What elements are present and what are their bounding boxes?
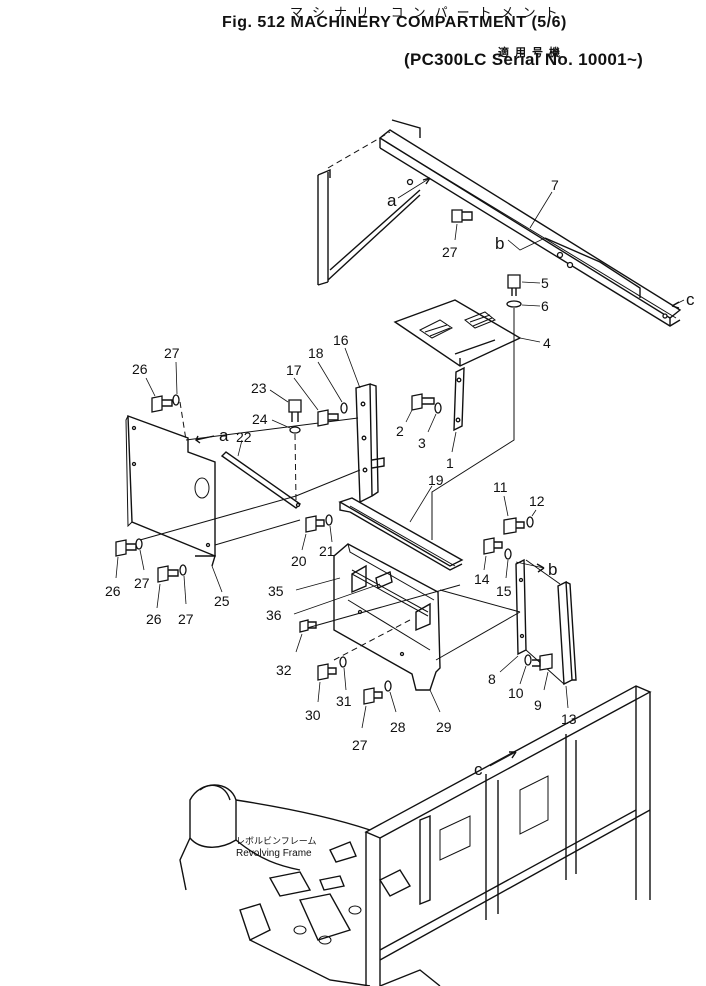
callout-29: 36: [266, 607, 282, 623]
callout-15: 15: [496, 583, 512, 599]
washer-27-upper: [172, 394, 180, 406]
callout-27-upper: 27: [164, 345, 180, 361]
callout-32: 28: [390, 719, 406, 735]
bolt-26-lower: [157, 565, 179, 583]
callout-31: 27: [352, 737, 368, 753]
upright-16: [355, 383, 385, 504]
upright-8: [515, 558, 527, 656]
bolt-20: [305, 515, 325, 533]
callout-18: 18: [308, 345, 324, 361]
callout-27-mid: 27: [134, 575, 150, 591]
callout-20: 20: [291, 553, 307, 569]
ref-b-upper: b: [495, 234, 504, 253]
callout-1: 1: [446, 455, 454, 471]
callout-21: 21: [319, 543, 335, 559]
callout-17: 17: [286, 362, 302, 378]
callout-5: 5: [541, 275, 549, 291]
callout-10: 10: [508, 685, 524, 701]
callout-26-upper: 26: [132, 361, 148, 377]
bolt-31: [363, 687, 383, 705]
ref-a-upper: a: [387, 191, 397, 210]
bolt-34: [317, 663, 337, 681]
callout-9: 9: [534, 697, 542, 713]
callout-33: 29: [436, 719, 452, 735]
bolt-23: [288, 399, 302, 422]
callout-26-mid: 26: [105, 583, 121, 599]
figure-title: Fig. 512 MACHINERY COMPARTMENT (5/6): [222, 14, 567, 31]
bolt-26-upper: [151, 395, 173, 413]
bolt-17: [317, 409, 339, 427]
washer-18: [340, 402, 348, 414]
callout-13: 13: [561, 711, 577, 727]
ref-c-upper: c: [686, 290, 695, 309]
washer-27-mid: [135, 538, 143, 550]
side-panel-25: [125, 414, 216, 567]
callout-16: 16: [333, 332, 349, 348]
channel-13: [557, 580, 577, 686]
washer-10: [524, 654, 532, 666]
bolt-26-mid: [115, 539, 137, 557]
callout-24: 24: [252, 411, 268, 427]
callout-4: 4: [543, 335, 551, 351]
serial-range: (PC300LC Serial No. 10001~): [404, 50, 644, 69]
callout-3: 3: [418, 435, 426, 451]
callout-23: 23: [251, 380, 267, 396]
callout-6: 6: [541, 298, 549, 314]
katakana-title: マシナリ コンパートメント: [290, 5, 567, 20]
washer-12: [526, 516, 534, 528]
callout-35: 31: [336, 693, 352, 709]
screw-36: [299, 619, 317, 633]
upper-frame-bracket-7: [317, 119, 682, 327]
callout-11: 11: [493, 479, 508, 495]
callout-27-lower: 27: [178, 611, 194, 627]
washer-27-lower: [179, 564, 187, 576]
callout-28: 35: [268, 583, 284, 599]
callout-7: 7: [551, 177, 559, 193]
ref-b-right: b: [548, 560, 557, 579]
callout-30: 27: [442, 244, 458, 260]
bolt-5: [507, 274, 521, 296]
support-strip-1: [453, 366, 465, 432]
washer-35: [339, 656, 347, 668]
callout-34: 30: [305, 707, 321, 723]
washer-15: [504, 548, 512, 560]
callout-26-lower: 26: [146, 611, 162, 627]
bar-22: [220, 451, 302, 509]
revolving-frame: [179, 784, 412, 986]
bolt-14: [483, 537, 503, 555]
washer-32: [384, 680, 392, 692]
bracket-19: [338, 497, 464, 571]
callout-14: 14: [474, 571, 490, 587]
cover-plate-4: [393, 299, 522, 367]
callout-2: 2: [396, 423, 404, 439]
bolt-11: [503, 517, 525, 535]
ref-c-lower: c: [474, 760, 483, 779]
callout-22: 22: [236, 429, 252, 445]
compartment-rack: [364, 685, 652, 986]
washer-21: [325, 514, 333, 526]
applicability-label: 適用号機: [498, 47, 566, 59]
callout-19: 19: [428, 472, 444, 488]
callout-8: 8: [488, 671, 496, 687]
callout-25: 25: [214, 593, 230, 609]
revolving-frame-label-jp: レボルビンフレーム: [236, 836, 316, 846]
callout-36: 32: [276, 662, 292, 678]
callout-12: 12: [529, 493, 545, 509]
washer-24: [289, 426, 301, 434]
panel-28: [333, 543, 441, 691]
washer-3: [434, 402, 442, 414]
bolt-9: [532, 653, 553, 671]
bolt-2: [411, 393, 435, 411]
washer-6: [506, 300, 522, 308]
bolt-30: [451, 209, 473, 223]
revolving-frame-label: Revolving Frame: [236, 848, 312, 859]
